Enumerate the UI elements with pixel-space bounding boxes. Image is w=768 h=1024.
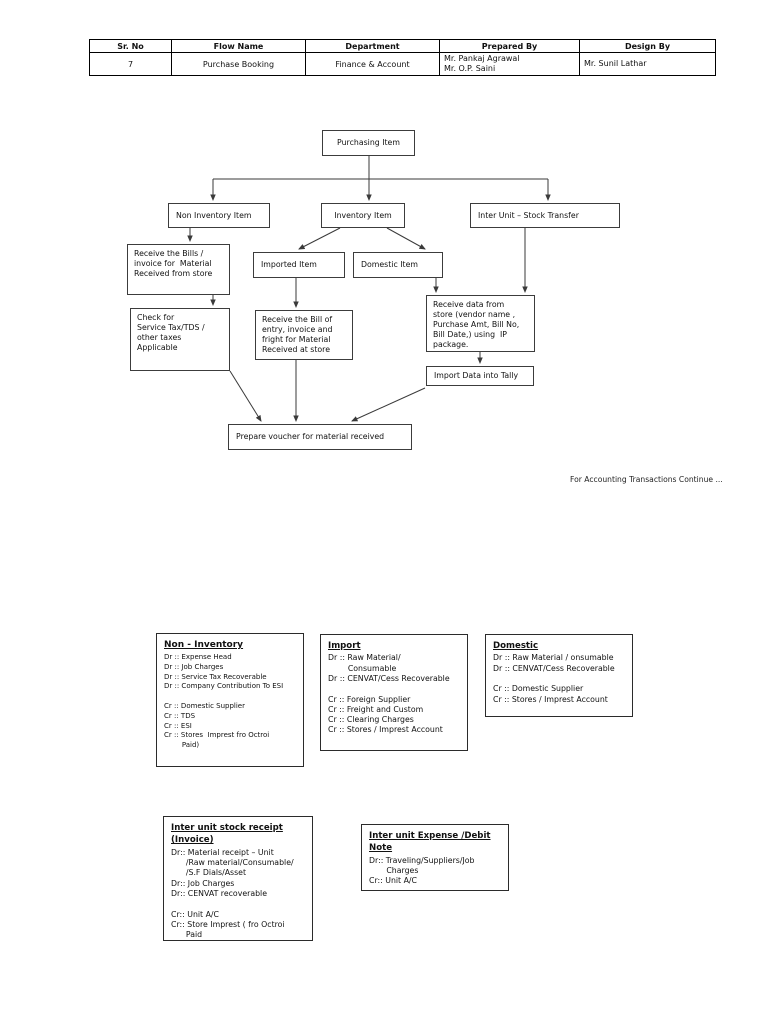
account-box-entries: Dr :: Expense Head Dr :: Job Charges Dr …: [164, 653, 284, 750]
table-data-row: 7 Purchase Booking Finance & Account Mr.…: [89, 52, 716, 76]
cell-prepared-by: Mr. Pankaj Agrawal Mr. O.P. Saini: [439, 52, 580, 76]
account-box-entries: Dr:: Traveling/Suppliers/Job Charges Cr:…: [369, 855, 475, 886]
flow-node-inventory-item: Inventory Item: [321, 203, 405, 228]
account-box-title: Non - Inventory: [164, 640, 244, 650]
flow-node-domestic-item: Domestic Item: [353, 252, 443, 278]
account-box-domestic: Domestic Dr :: Raw Material / onsumable …: [485, 634, 633, 717]
flow-node-imported-item: Imported Item: [253, 252, 345, 278]
account-box-inter-unit-stock-receipt: Inter unit stock receipt (Invoice) Dr:: …: [163, 816, 313, 941]
cell-design-by: Mr. Sunil Lathar: [579, 52, 716, 76]
flow-node-receive-data-from-store: Receive data from store (vendor name , P…: [426, 295, 535, 352]
account-box-title: Inter unit Expense /Debit Note: [369, 831, 491, 854]
flow-node-receive-bills: Receive the Bills / invoice for Material…: [127, 244, 230, 295]
account-box-import: Import Dr :: Raw Material/ Consumable Dr…: [320, 634, 468, 751]
flow-node-purchasing-item: Purchasing Item: [322, 130, 415, 156]
cell-department: Finance & Account: [305, 52, 440, 76]
account-box-entries: Dr :: Raw Material / onsumable Dr :: CEN…: [493, 653, 615, 704]
account-box-inter-unit-expense: Inter unit Expense /Debit Note Dr:: Trav…: [361, 824, 509, 891]
flow-node-receive-bill-of-entry: Receive the Bill of entry, invoice and f…: [255, 310, 353, 360]
flow-node-prepare-voucher: Prepare voucher for material received: [228, 424, 412, 450]
flow-node-inter-unit-stock-transfer: Inter Unit – Stock Transfer: [470, 203, 620, 228]
flow-node-import-data-into-tally: Import Data into Tally: [426, 366, 534, 386]
account-box-entries: Dr:: Material receipt – Unit /Raw materi…: [171, 847, 294, 940]
account-box-non-inventory: Non - Inventory Dr :: Expense Head Dr ::…: [156, 633, 304, 767]
flow-node-non-inventory-item: Non Inventory Item: [168, 203, 270, 228]
cell-flow-name: Purchase Booking: [171, 52, 306, 76]
flow-node-check-service-tax: Check for Service Tax/TDS / other taxes …: [130, 308, 230, 371]
account-box-title: Inter unit stock receipt (Invoice): [171, 823, 283, 846]
flow-header-table: Sr. No Flow Name Department Prepared By …: [89, 39, 716, 76]
account-box-title: Domestic: [493, 641, 539, 651]
cell-sr-no: 7: [89, 52, 172, 76]
account-box-entries: Dr :: Raw Material/ Consumable Dr :: CEN…: [328, 653, 450, 735]
continuation-note: For Accounting Transactions Continue ...: [570, 475, 723, 484]
account-box-title: Import: [328, 641, 361, 651]
table-header-row: Sr. No Flow Name Department Prepared By …: [89, 39, 716, 53]
